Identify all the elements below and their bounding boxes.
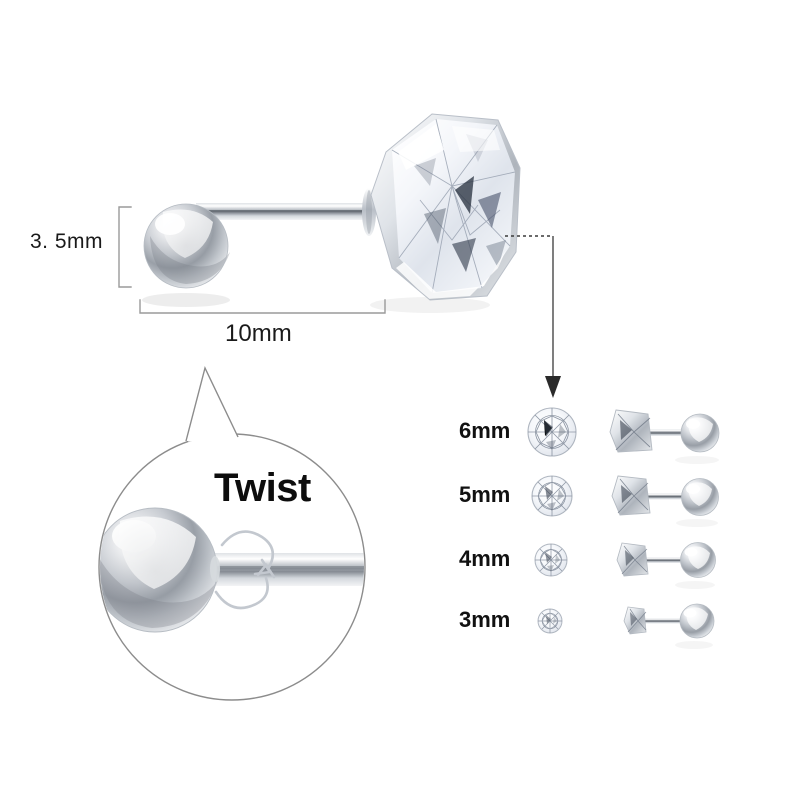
rotation-arrows (214, 530, 276, 610)
earring-post (196, 203, 368, 220)
earring-side-6mm (609, 409, 720, 464)
earring-side-5mm (611, 475, 719, 527)
gem-front-4mm (534, 543, 568, 577)
size-label-6mm: 6mm (459, 418, 511, 443)
earring-side-4mm (616, 542, 716, 589)
ball-height-bracket (118, 206, 132, 288)
size-chart-row-3mm (537, 603, 715, 649)
ball-screw-back (143, 203, 230, 289)
size-chart-row-6mm (527, 407, 720, 464)
gem-front-3mm (537, 608, 563, 634)
gem-front-5mm (531, 475, 573, 517)
size-chart-row-4mm (534, 542, 716, 589)
size-chart-row-5mm (531, 475, 719, 527)
ball-diameter-label: 3. 5mm (30, 230, 104, 253)
gem-front-6mm (527, 407, 577, 457)
post-length-bracket (139, 299, 386, 314)
main-earring-illustration (142, 113, 521, 313)
twist-callout-label: Twist (214, 466, 311, 510)
magnified-twist-mechanism (100, 507, 364, 633)
main-gem-setting (370, 113, 521, 301)
size-label-3mm: 3mm (459, 607, 511, 632)
dimension-brackets (118, 206, 386, 314)
earring-side-3mm (623, 603, 715, 649)
size-label-4mm: 4mm (459, 546, 511, 571)
gem-to-chart-pointer (505, 235, 561, 398)
post-length-label: 10mm (225, 320, 292, 347)
size-label-5mm: 5mm (459, 482, 511, 507)
